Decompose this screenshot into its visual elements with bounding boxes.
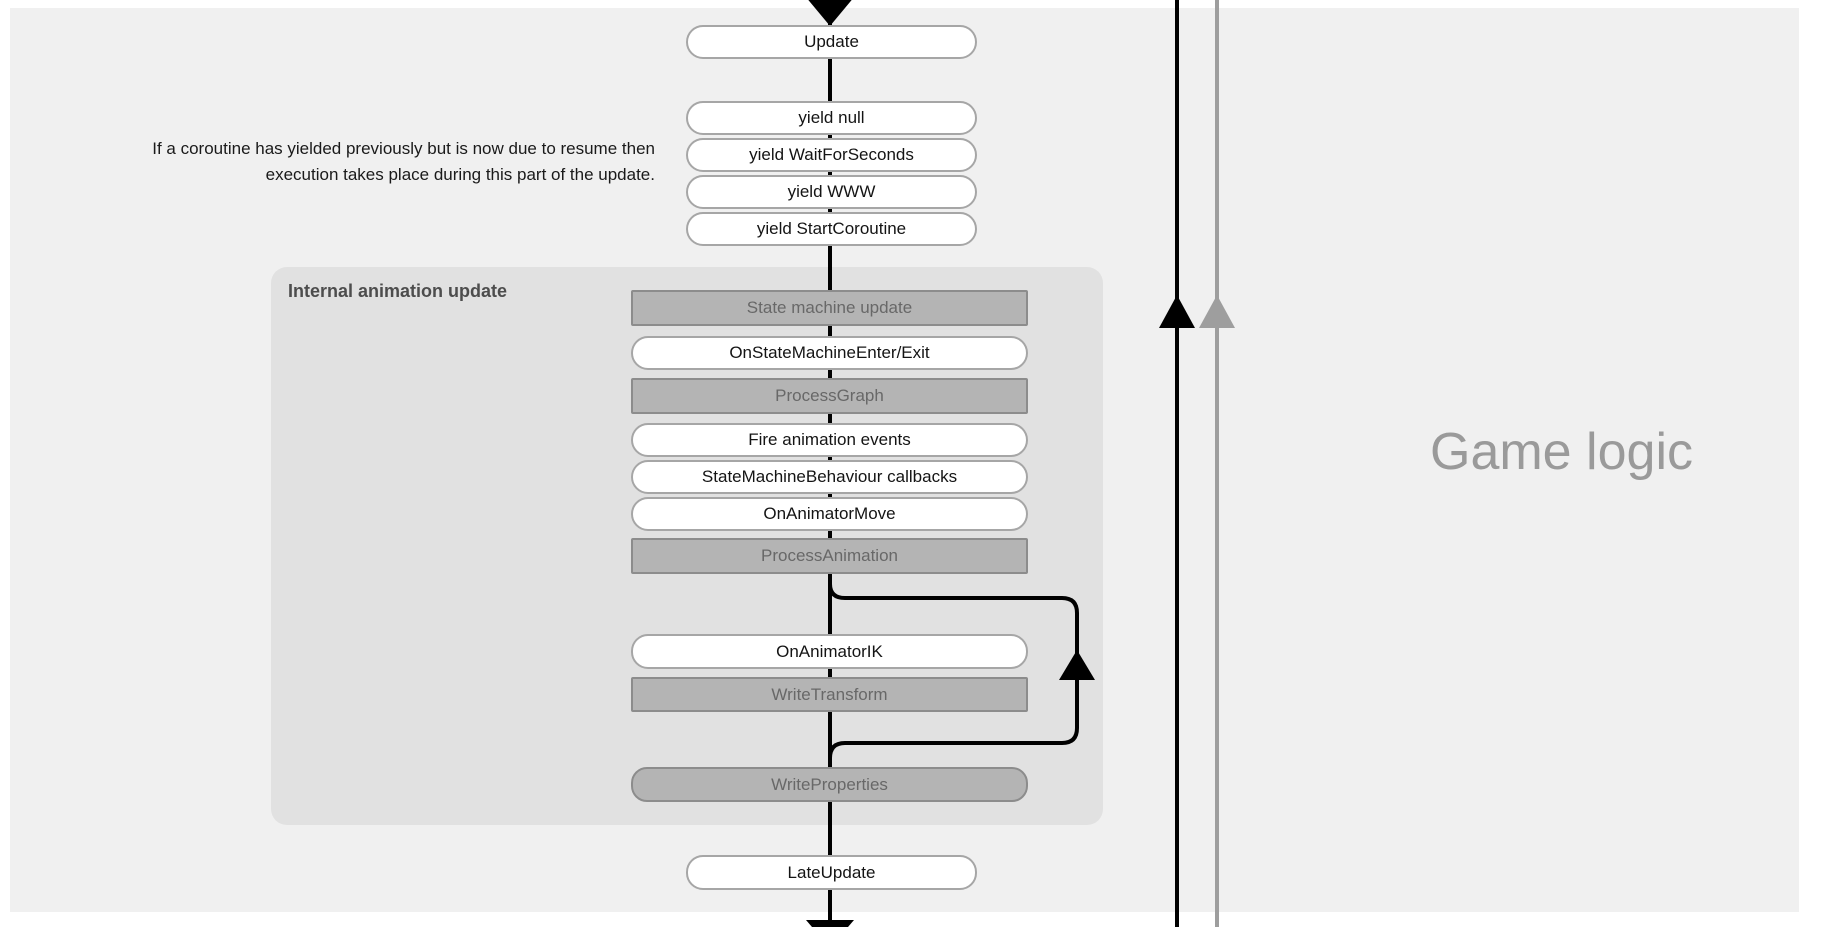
node-writeproperties: WriteProperties: [631, 767, 1028, 802]
node-processgraph: ProcessGraph: [631, 378, 1028, 414]
node-fire-animation-events: Fire animation events: [631, 423, 1028, 457]
ik-loop-path: [828, 568, 1079, 759]
node-yield-www: yield WWW: [686, 175, 977, 209]
node-statemachinebehaviour-callbacks: StateMachineBehaviour callbacks: [631, 460, 1028, 494]
flow-arrow-top-icon: [808, 0, 852, 26]
node-yield-null: yield null: [686, 101, 977, 135]
group-title: Internal animation update: [288, 281, 508, 301]
node-state-machine-update: State machine update: [631, 290, 1028, 326]
node-lateupdate: LateUpdate: [686, 855, 977, 890]
node-onanimatormove: OnAnimatorMove: [631, 497, 1028, 531]
node-update: Update: [686, 25, 977, 59]
ik-loop-arrow-up-icon: [1059, 650, 1095, 680]
game-logic-arrow-gray-icon: [1199, 295, 1235, 328]
game-logic-label: Game logic: [1430, 423, 1693, 481]
node-onstatemachineenterexit: OnStateMachineEnter/Exit: [631, 336, 1028, 370]
node-processanimation: ProcessAnimation: [631, 538, 1028, 574]
game-logic-arrow-black-icon: [1159, 295, 1195, 328]
node-yield-startcoroutine: yield StartCoroutine: [686, 212, 977, 246]
node-writetransform: WriteTransform: [631, 677, 1028, 712]
node-yield-waitforseconds: yield WaitForSeconds: [686, 138, 977, 172]
node-onanimatorik: OnAnimatorIK: [631, 634, 1028, 669]
flow-arrow-bottom-icon: [806, 920, 854, 927]
coroutine-note: If a coroutine has yielded previously bu…: [152, 139, 655, 184]
